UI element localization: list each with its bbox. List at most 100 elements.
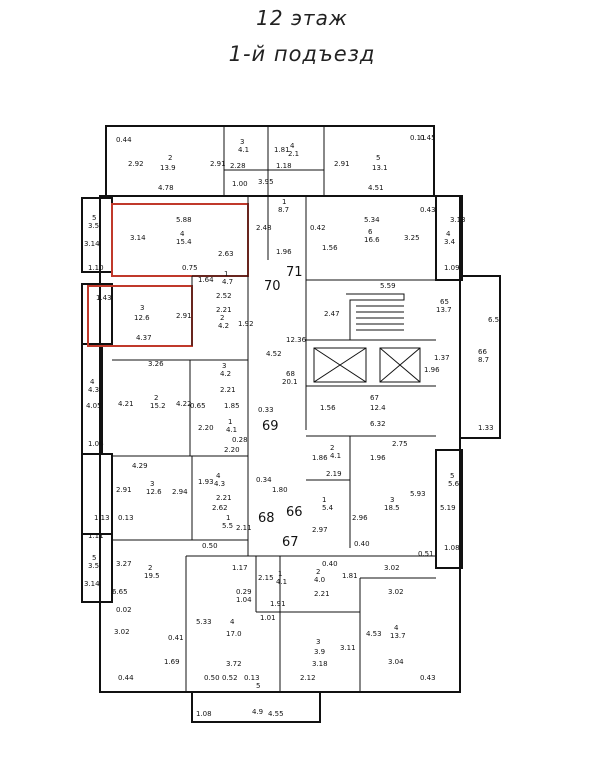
plan-label: 5.88 [176, 216, 192, 224]
plan-label: 3.95 [258, 178, 274, 186]
plan-label: 1.10 [88, 264, 104, 272]
plan-label: 13.7 [436, 306, 452, 314]
plan-label: 0.02 [116, 606, 132, 614]
plan-label: 4.2 [220, 370, 231, 378]
plan-label: 1 [228, 418, 232, 426]
plan-label: 1.93 [198, 478, 214, 486]
plan-label: 12.6 [134, 314, 150, 322]
plan-label: 2.11 [236, 524, 252, 532]
plan-label: 1.01 [260, 614, 276, 622]
plan-label: 2.52 [216, 292, 232, 300]
plan-label: 3.9 [314, 648, 325, 656]
plan-label: 17.0 [226, 630, 242, 638]
plan-label: 5 [376, 154, 380, 162]
plan-label: 1.06 [88, 440, 104, 448]
plan-label: 20.1 [282, 378, 298, 386]
plan-label: 2 [154, 394, 158, 402]
plan-label: 5.93 [410, 490, 426, 498]
plan-label: 4.78 [158, 184, 174, 192]
plan-label: 0.13 [244, 674, 260, 682]
plan-label: 2.91 [210, 160, 226, 168]
plan-label: 5.34 [364, 216, 380, 224]
plan-label: 4 [216, 472, 221, 480]
plan-label: 2.20 [224, 446, 240, 454]
plan-label: 1.85 [224, 402, 240, 410]
plan-label: 2.47 [324, 310, 340, 318]
entrance-title: 1-й подъезд [228, 42, 376, 66]
plan-label: 4.9 [252, 708, 263, 716]
plan-label: 65 [440, 298, 449, 306]
plan-label: 2.91 [116, 486, 132, 494]
plan-label: 1.92 [238, 320, 254, 328]
plan-label: 13.1 [372, 164, 388, 172]
plan-label: 1.33 [478, 424, 494, 432]
plan-label: 2 [316, 568, 320, 576]
plan-label: 2.63 [218, 250, 234, 258]
plan-label: 6 [368, 228, 373, 236]
apartment-number: 66 [286, 505, 303, 520]
plan-label: 4.3 [214, 480, 225, 488]
plan-label: 4.05 [86, 402, 102, 410]
plan-label: 3.14 [84, 240, 100, 248]
plan-label: 68 [286, 370, 295, 378]
plan-label: 2.21 [314, 590, 330, 598]
plan-label: 1.56 [322, 244, 338, 252]
plan-label: 4.1 [330, 452, 341, 460]
plan-label: 8.7 [278, 206, 289, 214]
plan-label: 4.1 [226, 426, 237, 434]
plan-label: 4 [230, 618, 235, 626]
plan-label: 15.4 [176, 238, 192, 246]
plan-label: 1 [226, 514, 230, 522]
plan-label: 4 [446, 230, 451, 238]
plan-label: 3.11 [340, 644, 356, 652]
plan-label: 0.50 [202, 542, 218, 550]
plan-label: 2 [220, 314, 224, 322]
plan-label: 1 [278, 570, 282, 578]
plan-label: 4 [290, 142, 295, 150]
plan-label: 3.02 [388, 588, 404, 596]
plan-label: 12.4 [370, 404, 386, 412]
plan-label: 1.64 [198, 276, 214, 284]
partitions [112, 126, 436, 692]
plan-label: 19.5 [144, 572, 160, 580]
plan-label: 0.43 [420, 674, 436, 682]
plan-label: 0.40 [354, 540, 370, 548]
plan-label: 5.5 [222, 522, 233, 530]
plan-label: 0.13 [118, 514, 134, 522]
plan-label: 3.02 [384, 564, 400, 572]
plan-label: 4.1 [238, 146, 249, 154]
plan-label: 0.51 [418, 550, 434, 558]
plan-label: 3.04 [388, 658, 404, 666]
plan-label: 1.81 [342, 572, 358, 580]
plan-label: 3.14 [84, 580, 100, 588]
plan-label: 18.5 [384, 504, 400, 512]
plan-label: 4.22 [176, 400, 192, 408]
plan-label: 2.91 [176, 312, 192, 320]
plan-label: 1.96 [370, 454, 386, 462]
plan-label: 1.37 [434, 354, 450, 362]
plan-label: 5 [450, 472, 454, 480]
plan-label: 0.52 [222, 674, 238, 682]
plan-label: 2.21 [216, 494, 232, 502]
plan-label: 0.40 [322, 560, 338, 568]
plan-label: 4.53 [366, 630, 382, 638]
plan-label: 4 [180, 230, 185, 238]
plan-label: 12.36 [286, 336, 307, 344]
plan-label: 4.1 [276, 578, 287, 586]
plan-label: 0.33 [258, 406, 274, 414]
plan-label: 66 [478, 348, 487, 356]
plan-label: 15.2 [150, 402, 166, 410]
plan-label: 2.62 [212, 504, 228, 512]
plan-label: 4.29 [132, 462, 148, 470]
plan-label: 3 [240, 138, 244, 146]
outer-walls [81, 125, 501, 723]
plan-label: 1 [322, 496, 326, 504]
plan-label: 6.65 [112, 588, 128, 596]
plan-label: 1 [224, 270, 228, 278]
plan-label: 5.6 [448, 480, 460, 488]
plan-label: 0.42 [310, 224, 326, 232]
plan-label: 16.6 [364, 236, 380, 244]
plan-label: 2.91 [334, 160, 350, 168]
plan-label: 4.3 [88, 386, 99, 394]
plan-label: 2.19 [326, 470, 342, 478]
